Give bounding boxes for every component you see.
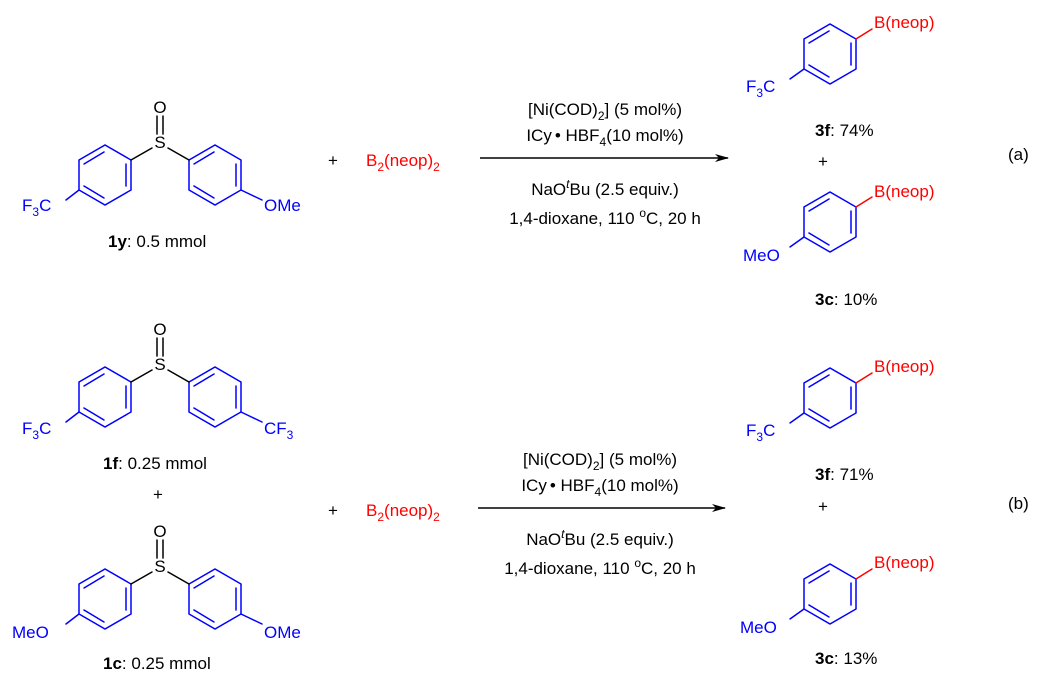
sulfur-atom: S [154, 133, 165, 152]
methoxy-group-label-left: MeO [12, 623, 49, 642]
cf3-group-label: F3C [746, 77, 775, 100]
product-3c-structure: B(neop) MeO [740, 553, 934, 637]
methoxy-group-label: MeO [743, 246, 780, 265]
condition-solvent-temp-time: 1,4-dioxane, 110 oC, 20 h [509, 206, 701, 228]
sulfoxide-1y-structure: S O F3C OMe [22, 98, 301, 219]
benzene-ring-left [78, 144, 132, 206]
plus-sign: + [328, 151, 338, 170]
condition-base: NaOtBu (2.5 equiv.) [531, 177, 679, 199]
cf3-group-label: F3C [22, 419, 51, 442]
boronate-ester-label: B(neop) [874, 182, 934, 201]
condition-base: NaOtBu (2.5 equiv.) [526, 527, 674, 549]
plus-sign: + [818, 152, 828, 171]
compound-label-1f: 1f: 0.25 mmol [103, 454, 207, 473]
cf3-group-label-right: CF3 [264, 419, 294, 442]
benzene-ring-left [78, 366, 132, 428]
condition-solvent-temp-time: 1,4-dioxane, 110 oC, 20 h [504, 556, 696, 578]
methoxy-group-label: OMe [264, 196, 301, 215]
sulfoxide-1f-structure: S O F3C CF3 [22, 320, 294, 442]
benzene-ring-right [188, 366, 242, 428]
compound-label-3f: 3f: 71% [815, 465, 874, 484]
boronate-ester-label: B(neop) [874, 553, 934, 572]
benzene-ring-left [78, 568, 132, 630]
reagent-b2neop2: B2(neop)2 [366, 151, 440, 174]
condition-ligand: ICy• HBF4(10 mol%) [521, 476, 678, 499]
reaction-tag-b: (b) [1008, 494, 1029, 513]
benzene-ring [803, 23, 857, 85]
product-3c-structure: B(neop) MeO [743, 182, 934, 265]
benzene-ring-right [188, 144, 242, 206]
boronate-ester-label: B(neop) [874, 357, 934, 376]
benzene-ring [803, 367, 857, 429]
plus-sign: + [818, 497, 828, 516]
benzene-ring-right [188, 568, 242, 630]
compound-label-3c: 3c: 10% [815, 290, 877, 309]
sulfur-atom: S [154, 355, 165, 374]
product-3f-structure: B(neop) F3C [746, 13, 934, 100]
compound-label-3f: 3f: 74% [815, 121, 874, 140]
oxygen-atom: O [153, 522, 166, 541]
sulfoxide-1c-structure: S O MeO OMe [12, 522, 301, 642]
compound-label-3c: 3c: 13% [815, 649, 877, 668]
benzene-ring [803, 563, 857, 625]
methoxy-group-label: MeO [740, 618, 777, 637]
boronate-ester-label: B(neop) [874, 13, 934, 32]
condition-catalyst: [Ni(COD)2] (5 mol%) [528, 100, 682, 123]
condition-catalyst: [Ni(COD)2] (5 mol%) [523, 450, 677, 473]
compound-label-1c: 1c: 0.25 mmol [103, 654, 211, 673]
plus-sign-between-reactants: + [153, 485, 163, 504]
reaction-tag-a: (a) [1008, 145, 1029, 164]
oxygen-atom: O [153, 320, 166, 339]
reaction-b: S O F3C CF3 1f: 0.25 mmol + S O MeO OMe … [12, 320, 1029, 673]
benzene-ring [803, 191, 857, 253]
cf3-group-label: F3C [22, 196, 51, 219]
reagent-b2neop2: B2(neop)2 [366, 501, 440, 524]
cf3-group-label: F3C [746, 421, 775, 444]
sulfur-atom: S [154, 557, 165, 576]
compound-label-1y: 1y: 0.5 mmol [108, 232, 206, 251]
oxygen-atom: O [153, 98, 166, 117]
methoxy-group-label-right: OMe [264, 623, 301, 642]
plus-sign: + [328, 501, 338, 520]
product-3f-structure: B(neop) F3C [746, 357, 934, 444]
condition-ligand: ICy• HBF4(10 mol%) [526, 126, 683, 149]
reaction-a: S O F3C OMe 1y: 0.5 mmol + B2(neop)2 [Ni… [22, 13, 1029, 309]
